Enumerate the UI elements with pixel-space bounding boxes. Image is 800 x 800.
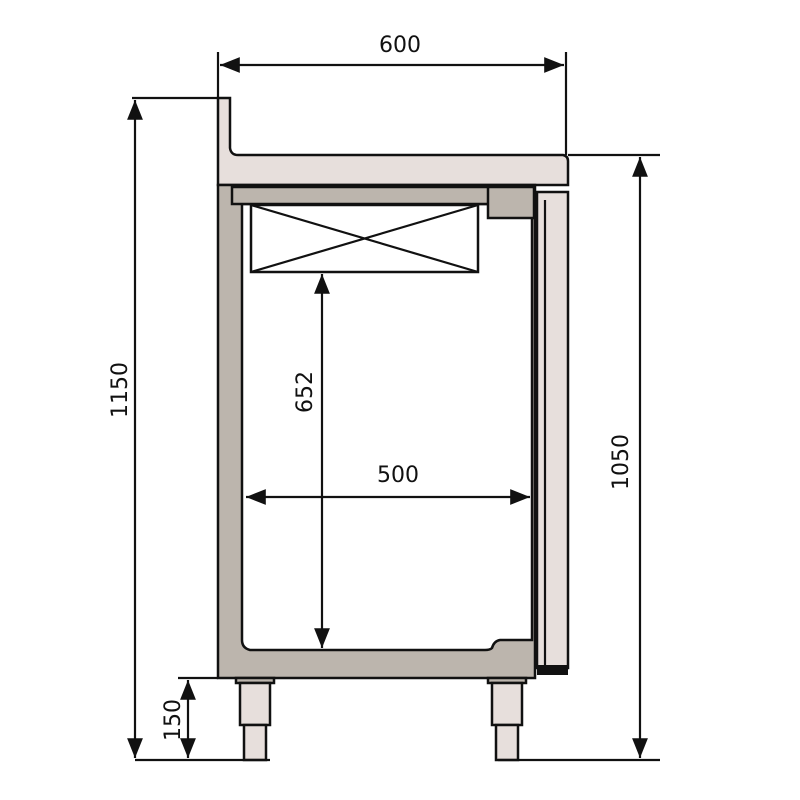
dim-500-label: 500 (377, 463, 419, 488)
worktop (216, 96, 570, 187)
door-bottom-seal (537, 665, 568, 675)
dim-600-label: 600 (379, 33, 421, 58)
dim-150-label: 150 (161, 699, 186, 741)
door (535, 190, 570, 670)
left-leg (234, 676, 276, 762)
right-leg (486, 676, 528, 762)
top-underside-panel (230, 185, 499, 206)
dim-652-label: 652 (293, 371, 318, 413)
corner-block (486, 185, 536, 220)
dim-1150-label: 1150 (108, 362, 133, 418)
dim-1050-label: 1050 (609, 434, 634, 490)
